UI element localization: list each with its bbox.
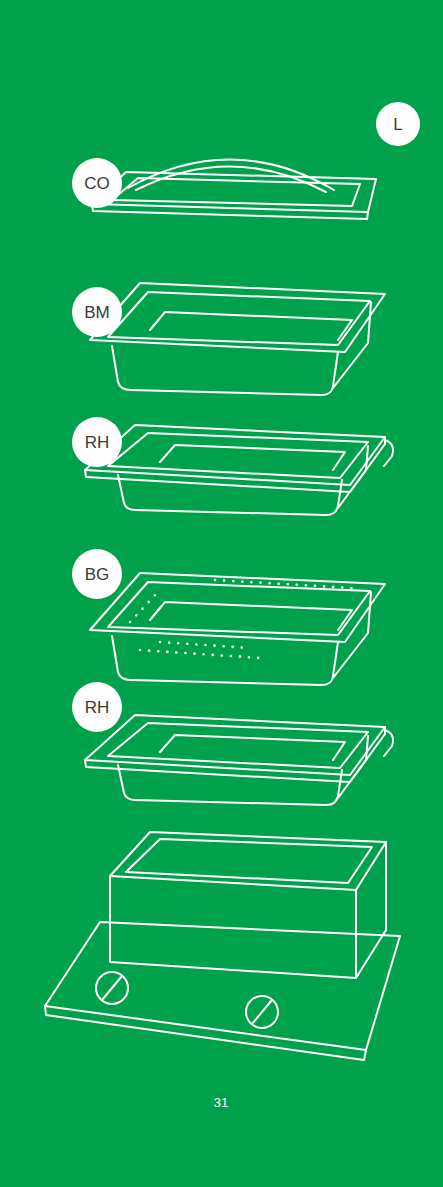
base-edge [45, 1006, 366, 1060]
part-code: RH [85, 434, 110, 451]
well-side [356, 842, 386, 978]
well-rim [110, 832, 386, 890]
callout-circle: RH [72, 417, 122, 467]
knob [96, 972, 128, 1004]
perforation [160, 642, 250, 648]
callout-circle: BM [72, 287, 122, 337]
well-rim-inner [126, 839, 372, 883]
part-code: BG [85, 566, 110, 583]
lid-top [112, 178, 360, 206]
perforated-pan [90, 573, 385, 685]
page-number: 31 [214, 1095, 228, 1110]
callout-circle: RH [72, 682, 122, 732]
rack [85, 425, 393, 515]
well-body [110, 876, 356, 978]
callout-circle: L [376, 102, 420, 146]
perforation [140, 650, 260, 658]
knob-grip [102, 976, 122, 1000]
bain-marie-pan [90, 283, 385, 395]
part-code: CO [84, 175, 110, 192]
knob [246, 996, 278, 1028]
part-code: RH [85, 699, 110, 716]
callout-circle: BG [72, 549, 122, 599]
base-plate [45, 922, 400, 1050]
callout-circle: CO [72, 158, 122, 208]
perforation [215, 580, 352, 588]
part-code: L [393, 116, 402, 133]
rack [85, 715, 393, 805]
knob-grip [252, 1000, 272, 1024]
lid-handle-inner [136, 166, 326, 192]
lid-rim [92, 172, 376, 212]
perforation [130, 592, 158, 622]
lid-handle [128, 159, 334, 190]
part-code: BM [84, 304, 110, 321]
